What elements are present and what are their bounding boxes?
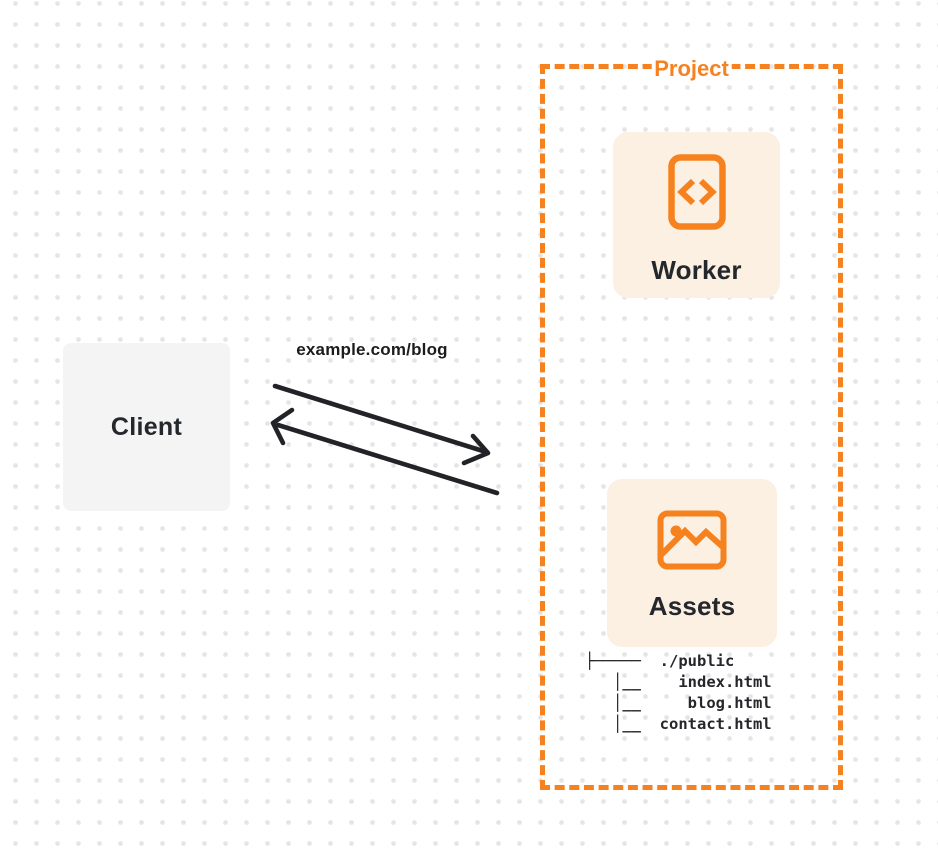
project-label: Project bbox=[651, 56, 732, 82]
worker-label: Worker bbox=[651, 254, 742, 285]
request-arrow bbox=[272, 383, 486, 454]
response-arrowhead-icon bbox=[270, 407, 295, 446]
request-url-label: example.com/blog bbox=[296, 340, 448, 359]
assets-card: Assets bbox=[607, 479, 777, 647]
response-arrow bbox=[275, 422, 500, 496]
file-tree: ├───── ./public │__ index.html │__ blog.… bbox=[585, 652, 772, 733]
image-icon bbox=[657, 510, 727, 569]
code-file-icon bbox=[667, 153, 726, 230]
worker-card: Worker bbox=[613, 132, 780, 298]
client-label: Client bbox=[110, 412, 183, 441]
project-boundary: Project Worker Assets bbox=[540, 56, 843, 790]
assets-label: Assets bbox=[648, 590, 736, 621]
request-arrowhead-icon bbox=[461, 433, 491, 466]
client-node: Client bbox=[63, 343, 230, 511]
